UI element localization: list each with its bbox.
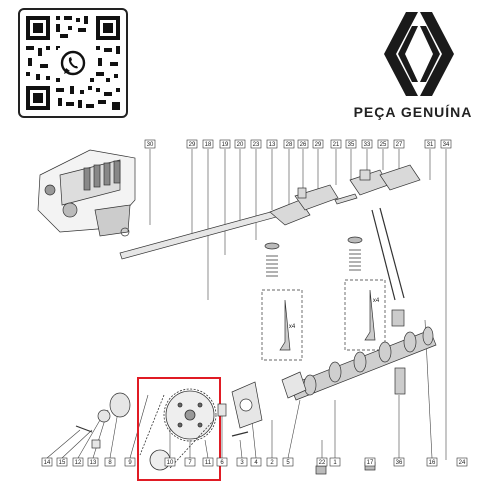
- top-callout-31: 31: [424, 139, 436, 149]
- bottom-callout-5: 5: [282, 457, 294, 467]
- svg-text:17: 17: [367, 460, 374, 466]
- svg-text:7: 7: [188, 460, 192, 466]
- rocker-arms: [269, 164, 421, 226]
- top-callout-13: 13: [266, 139, 278, 149]
- svg-text:3: 3: [240, 460, 244, 466]
- bottom-callout-7: 7: [184, 457, 196, 467]
- svg-text:20: 20: [237, 142, 244, 148]
- svg-text:14: 14: [44, 460, 51, 466]
- bottom-callout-11: 11: [202, 457, 214, 467]
- bottom-callout-4: 4: [250, 457, 262, 467]
- bottom-callout-13: 13: [87, 457, 99, 467]
- svg-text:29: 29: [189, 142, 196, 148]
- brand-logo: [384, 12, 454, 96]
- svg-text:34: 34: [443, 142, 450, 148]
- bottom-callout-22: 22: [316, 457, 328, 467]
- svg-text:30: 30: [147, 142, 154, 148]
- svg-text:26: 26: [300, 142, 307, 148]
- top-callout-28: 28: [283, 139, 295, 149]
- top-callout-29: 29: [186, 139, 198, 149]
- bottom-callout-14: 14: [41, 457, 53, 467]
- svg-text:1: 1: [333, 460, 337, 466]
- svg-text:27: 27: [396, 142, 403, 148]
- top-callout-25: 25: [377, 139, 389, 149]
- svg-text:x4: x4: [373, 298, 380, 304]
- bottom-callout-8: 8: [104, 457, 116, 467]
- flange-and-bolts: [75, 371, 376, 475]
- bottom-callouts: 14 15 12 13 8 9 10 7 11 6 3 4 2 5 22 1 17 36 16 24: [41, 457, 468, 467]
- svg-text:5: 5: [286, 460, 290, 466]
- svg-text:6: 6: [220, 460, 224, 466]
- svg-text:28: 28: [286, 142, 293, 148]
- bottom-callout-15: 15: [56, 457, 68, 467]
- bottom-callout-3: 3: [236, 457, 248, 467]
- bottom-callout-17: 17: [364, 457, 376, 467]
- bottom-callout-16: 16: [426, 457, 438, 467]
- bottom-callout-10: 10: [164, 457, 176, 467]
- svg-text:21: 21: [333, 142, 340, 148]
- top-callout-20: 20: [234, 139, 246, 149]
- top-callout-18: 18: [202, 139, 214, 149]
- svg-text:8: 8: [108, 460, 112, 466]
- whatsapp-qr-code[interactable]: [18, 8, 128, 118]
- valve-springs: [261, 236, 386, 361]
- top-callout-29: 29: [312, 139, 324, 149]
- highlight-box: [137, 377, 221, 481]
- svg-text:9: 9: [128, 460, 132, 466]
- bottom-callout-24: 24: [456, 457, 468, 467]
- tappets: [391, 309, 406, 395]
- svg-text:16: 16: [429, 460, 436, 466]
- engine-block-illustration: [37, 149, 136, 237]
- whatsapp-icon: [58, 48, 88, 78]
- svg-text:13: 13: [269, 142, 276, 148]
- svg-text:13: 13: [90, 460, 97, 466]
- svg-text:15: 15: [59, 460, 66, 466]
- bottom-callout-12: 12: [72, 457, 84, 467]
- top-callout-33: 33: [361, 139, 373, 149]
- camshaft: [289, 326, 437, 401]
- top-callout-19: 19: [219, 139, 231, 149]
- svg-text:10: 10: [167, 460, 174, 466]
- top-callout-23: 23: [250, 139, 262, 149]
- svg-text:35: 35: [348, 142, 355, 148]
- top-callout-35: 35: [345, 139, 357, 149]
- top-callout-27: 27: [393, 139, 405, 149]
- top-callouts: 30 29 18 19 20 23 13 28 26 29 21 35 33 25 27 31 34: [144, 139, 452, 149]
- svg-text:12: 12: [75, 460, 82, 466]
- svg-text:24: 24: [459, 460, 466, 466]
- bottom-callout-6: 6: [216, 457, 228, 467]
- top-callout-30: 30: [144, 139, 156, 149]
- svg-text:18: 18: [205, 142, 212, 148]
- svg-text:19: 19: [222, 142, 229, 148]
- top-callout-34: 34: [440, 139, 452, 149]
- svg-text:31: 31: [427, 142, 434, 148]
- svg-text:25: 25: [380, 142, 387, 148]
- svg-text:x4: x4: [289, 324, 296, 330]
- top-callout-21: 21: [330, 139, 342, 149]
- timing-chain-assembly: [139, 388, 217, 471]
- bottom-callout-1: 1: [329, 457, 341, 467]
- svg-text:11: 11: [205, 460, 212, 466]
- svg-text:33: 33: [364, 142, 371, 148]
- leader-lines: [46, 149, 447, 470]
- bottom-callout-2: 2: [266, 457, 278, 467]
- bottom-callout-36: 36: [393, 457, 405, 467]
- push-rods: [371, 207, 405, 301]
- bottom-callout-9: 9: [124, 457, 136, 467]
- svg-text:4: 4: [254, 460, 258, 466]
- svg-text:22: 22: [319, 460, 326, 466]
- brand-tagline: PEÇA GENUÍNA: [353, 104, 473, 120]
- svg-text:29: 29: [315, 142, 322, 148]
- svg-text:23: 23: [253, 142, 260, 148]
- top-callout-26: 26: [297, 139, 309, 149]
- svg-text:36: 36: [396, 460, 403, 466]
- qr-pattern: [26, 16, 120, 110]
- svg-text:2: 2: [270, 460, 274, 466]
